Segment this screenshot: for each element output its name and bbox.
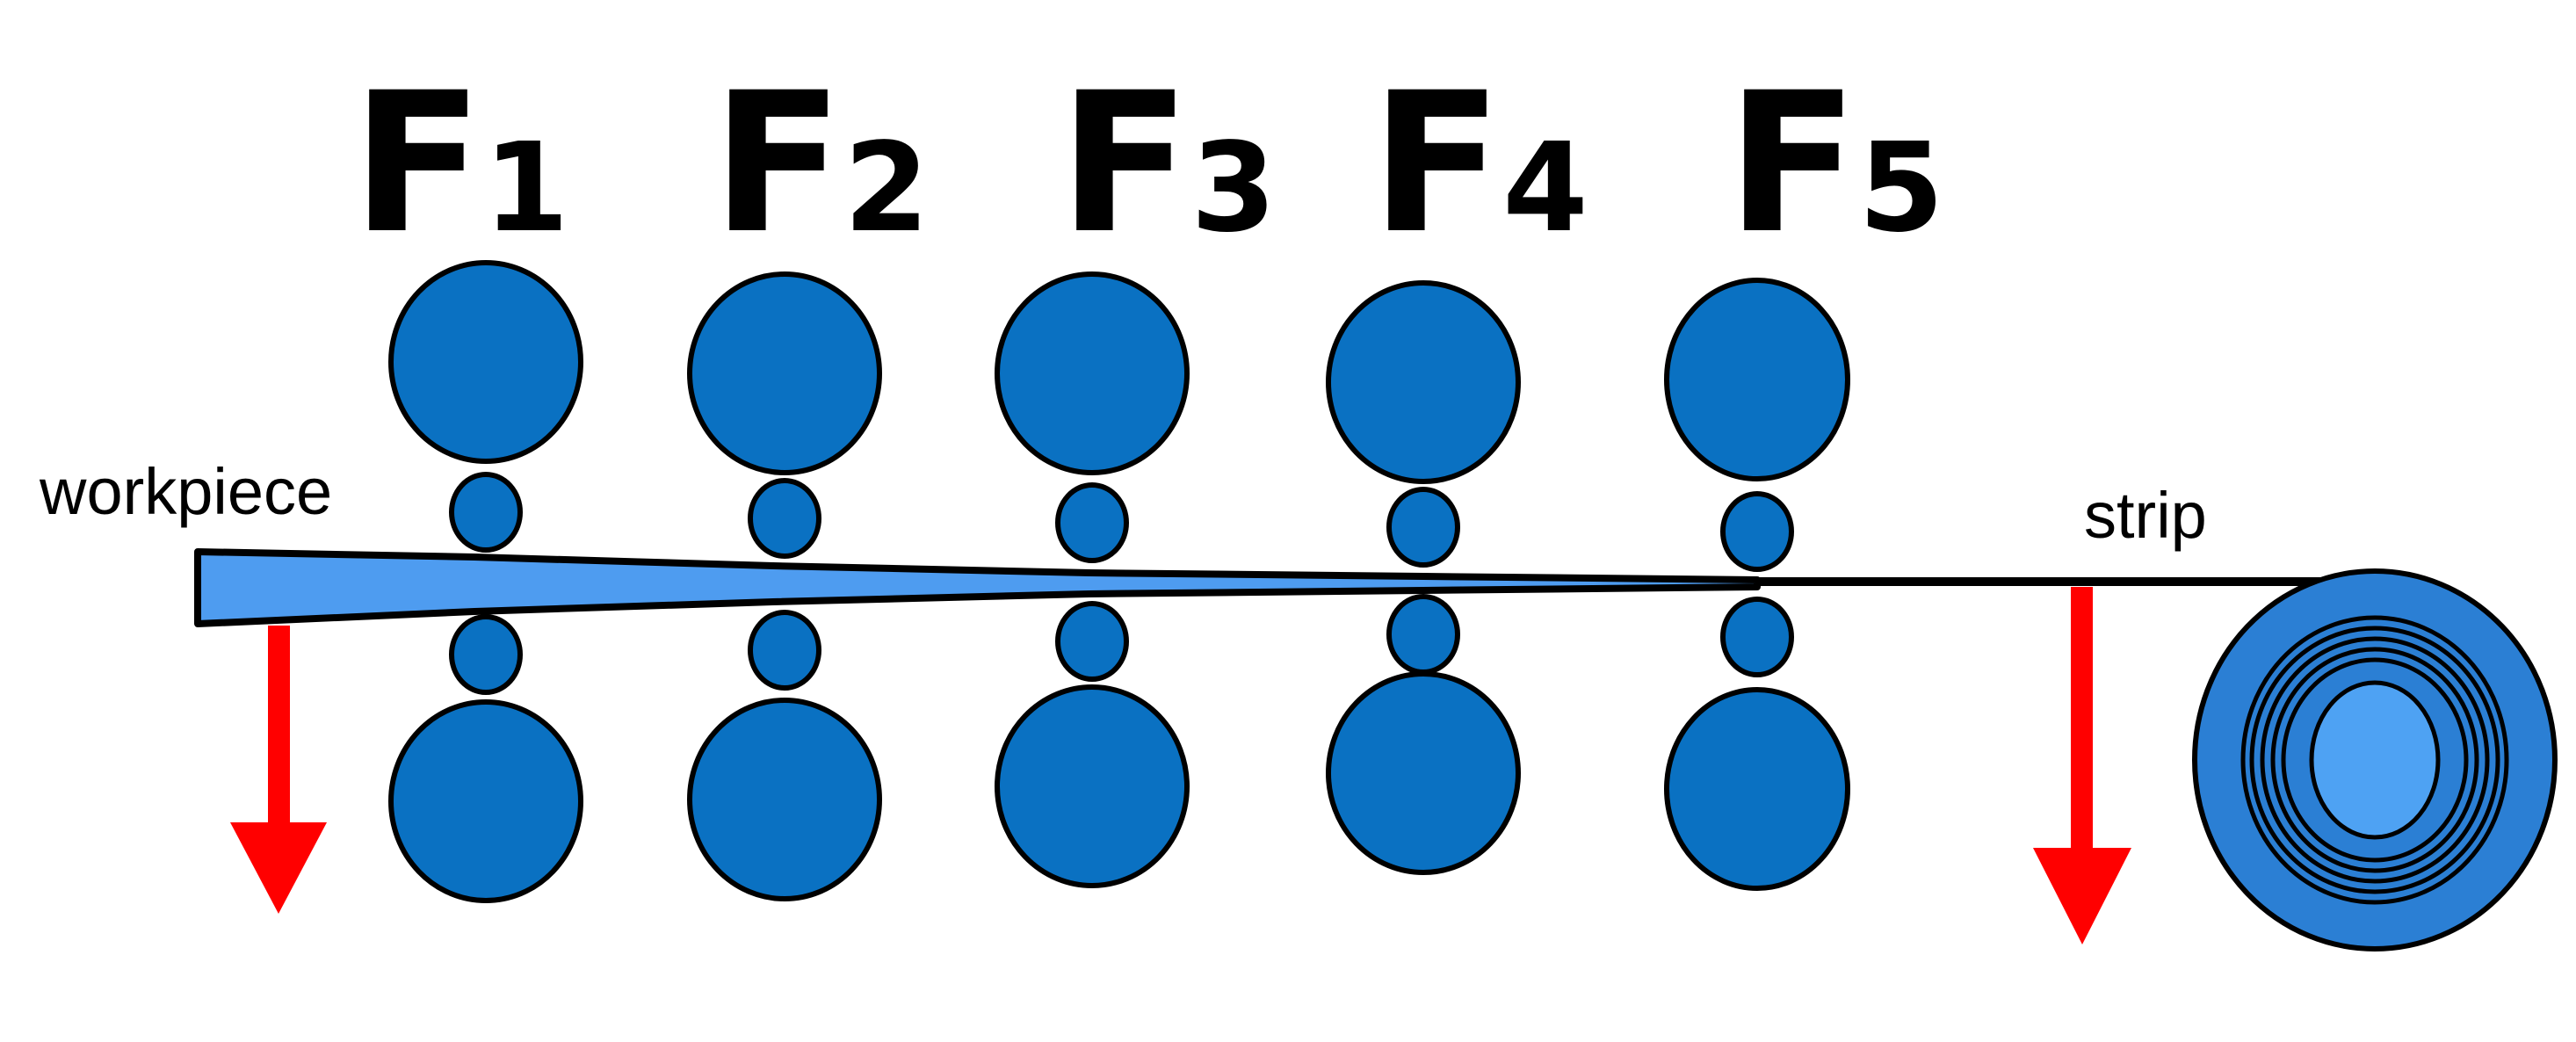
coil-core: [2309, 680, 2441, 840]
bottom-work-roll: [748, 610, 821, 691]
stand-letter: F: [712, 51, 843, 276]
bottom-backup-roll: [687, 698, 882, 901]
stand-label-f3: F3: [1059, 51, 1277, 276]
exit-arrow: [2033, 587, 2131, 944]
workpiece-bar: [194, 548, 1761, 627]
top-backup-roll: [1664, 278, 1850, 481]
stand-letter: F: [1059, 51, 1190, 276]
bottom-work-roll: [449, 614, 523, 695]
entry-arrow-head: [230, 822, 327, 914]
roll-stand-f1: [388, 260, 583, 903]
strip-label: strip: [2084, 479, 2207, 552]
strip-coil: [2192, 568, 2558, 952]
workpiece-label: workpiece: [39, 455, 332, 528]
roll-stand-f2: [687, 271, 882, 901]
exit-arrow-head: [2033, 848, 2131, 944]
top-work-roll: [748, 478, 821, 559]
top-work-roll: [449, 472, 523, 553]
top-backup-roll: [1326, 280, 1521, 484]
stand-letter: F: [1371, 51, 1502, 276]
stand-label-f1: F1: [351, 51, 569, 276]
stand-label-f4: F4: [1371, 51, 1588, 276]
bottom-backup-roll: [1664, 687, 1850, 891]
stand-number: 1: [483, 117, 568, 260]
top-backup-roll: [995, 271, 1190, 475]
stand-letter: F: [1726, 51, 1858, 276]
roll-stand-f4: [1326, 280, 1521, 875]
exit-arrow-shaft: [2071, 587, 2093, 850]
top-work-roll: [1386, 487, 1460, 568]
top-work-roll: [1055, 482, 1129, 563]
bottom-backup-roll: [995, 684, 1190, 888]
bottom-backup-roll: [388, 699, 583, 903]
stand-number: 4: [1502, 117, 1588, 260]
entry-arrow: [230, 626, 327, 914]
bottom-work-roll: [1720, 597, 1794, 677]
bottom-work-roll: [1386, 594, 1460, 675]
stand-number: 3: [1190, 117, 1276, 260]
bottom-work-roll: [1055, 601, 1129, 682]
roll-stand-f3: [995, 271, 1190, 888]
top-work-roll: [1720, 491, 1794, 572]
stand-label-f5: F5: [1726, 51, 1944, 276]
stand-number: 2: [843, 117, 929, 260]
top-backup-roll: [687, 271, 882, 475]
stand-letter: F: [351, 51, 483, 276]
stand-label-f2: F2: [712, 51, 930, 276]
top-backup-roll: [388, 260, 583, 464]
roll-stand-f5: [1664, 278, 1850, 891]
bottom-backup-roll: [1326, 671, 1521, 875]
entry-arrow-shaft: [268, 626, 290, 828]
roll-stands: [388, 260, 1850, 903]
stand-number: 5: [1858, 117, 1943, 260]
